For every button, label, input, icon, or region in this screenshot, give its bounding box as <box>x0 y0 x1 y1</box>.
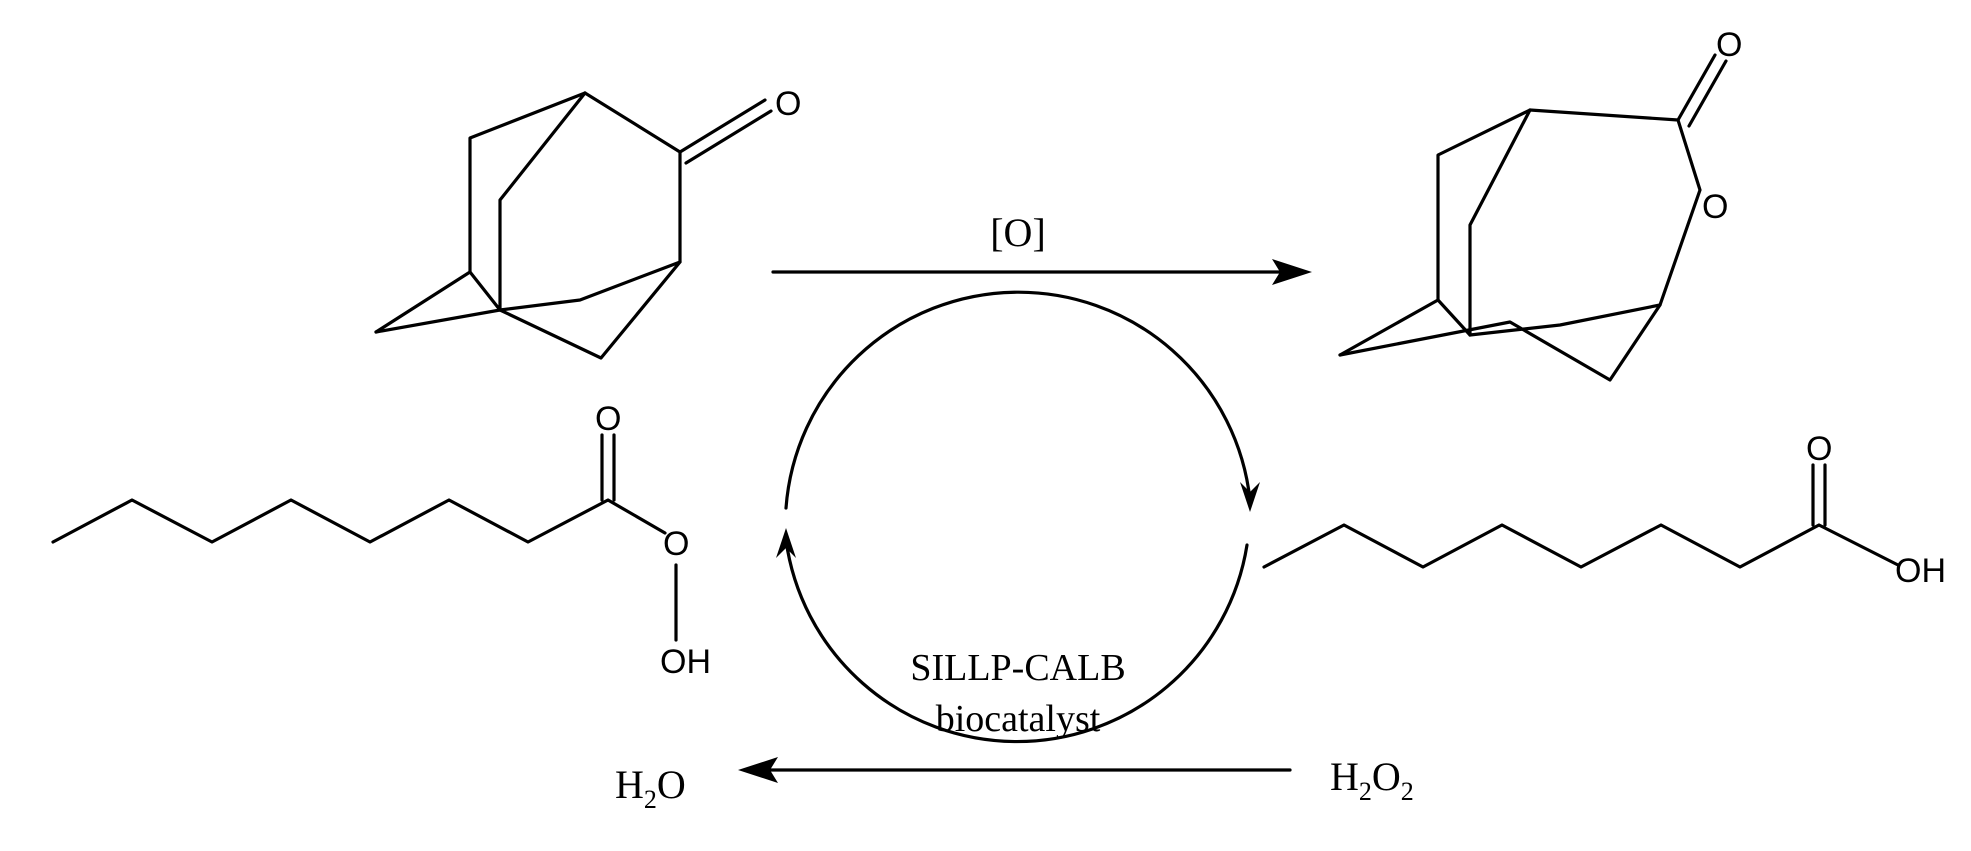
carboxylic-acid-structure: O OH <box>1262 430 1946 590</box>
acid-carbonyl-oxygen-label: O <box>1806 430 1832 468</box>
peracid-hydroxyl-label: OH <box>660 643 711 681</box>
acid-hydroxyl-label: OH <box>1895 552 1946 590</box>
oxidation-arrow: [O] <box>771 210 1312 285</box>
lactone-ring-oxygen-label: O <box>1702 188 1728 226</box>
peroxy-acid-structure: O O OH <box>51 400 711 681</box>
peracid-carbonyl-oxygen-label: O <box>595 400 621 438</box>
peroxide-arrowhead-icon <box>738 757 778 783</box>
cycle-arrowhead-left-icon <box>776 528 796 558</box>
water-label: H2O <box>615 762 686 814</box>
lactone-carbonyl-oxygen-label: O <box>1716 26 1742 64</box>
adamantanone-structure: O <box>374 85 801 360</box>
catalyst-label-line1: SILLP-CALB <box>910 647 1125 689</box>
cycle-arrowhead-right-icon <box>1240 482 1260 512</box>
peroxide-arrow <box>738 757 1292 783</box>
oxidation-arrowhead-icon <box>1272 259 1312 285</box>
catalytic-cycle: SILLP-CALB biocatalyst <box>776 290 1260 744</box>
lactone-structure: O O <box>1338 26 1742 382</box>
oxidant-label: [O] <box>990 210 1046 255</box>
catalyst-label-line2: biocatalyst <box>936 698 1101 740</box>
peracid-oxygen-label: O <box>663 525 689 563</box>
ketone-oxygen-label: O <box>775 85 801 123</box>
hydrogen-peroxide-label: H2O2 <box>1330 754 1414 806</box>
